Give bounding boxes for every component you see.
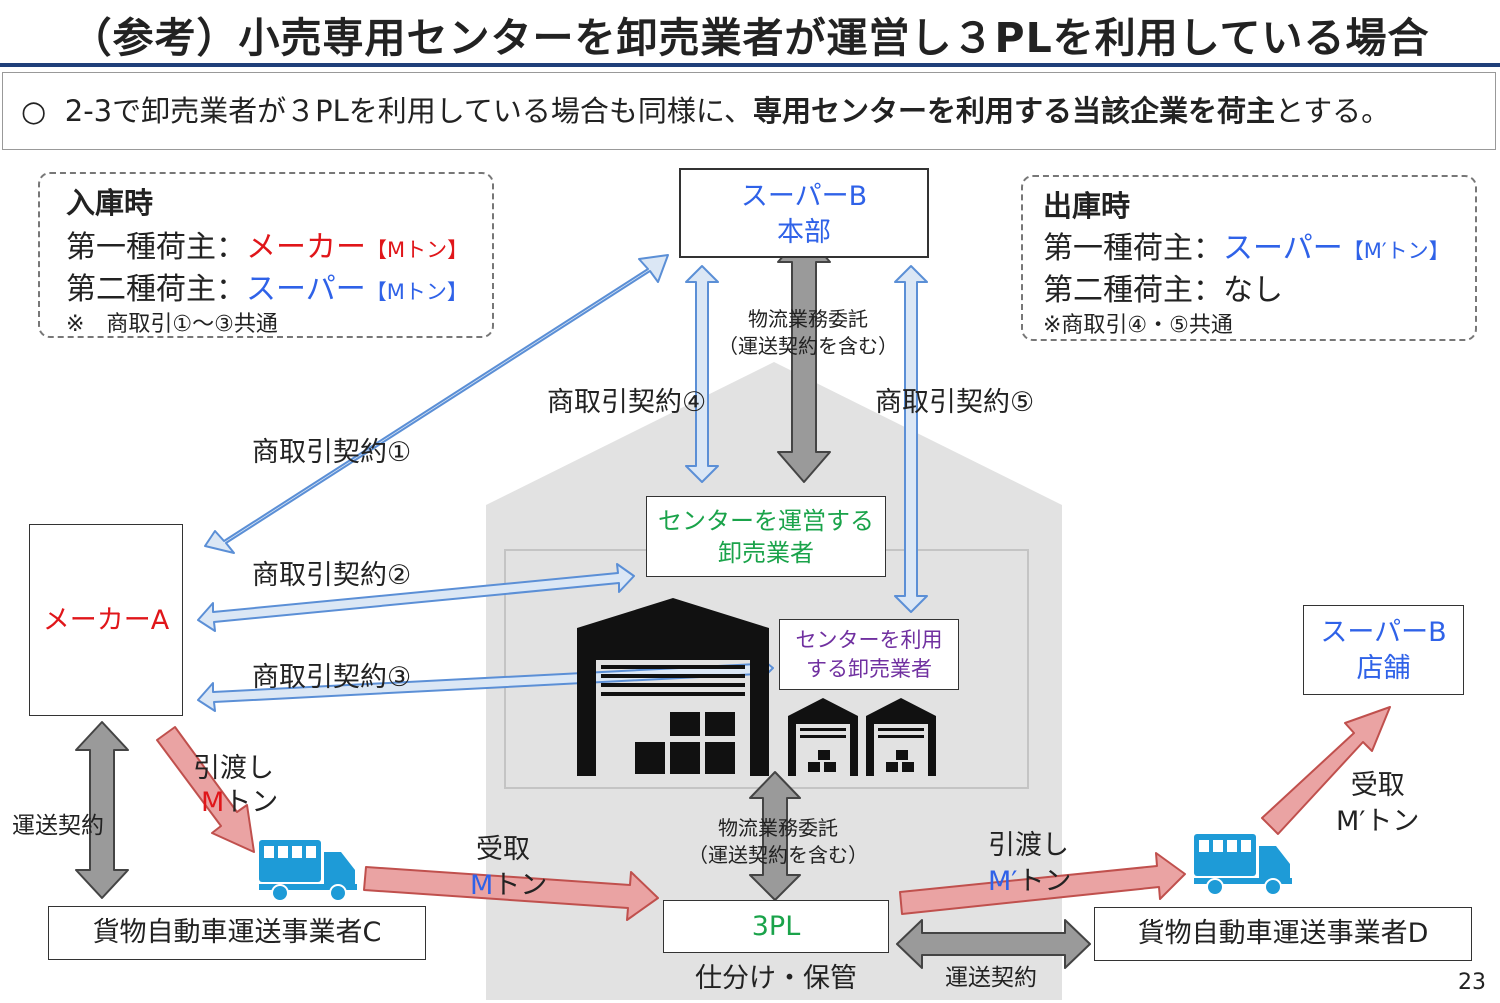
- receive-right-label: 受取 M′トン: [1336, 768, 1419, 840]
- handover-right-unit-prefix: M′: [988, 866, 1018, 897]
- arrow-transport-bottom: [896, 919, 1091, 969]
- receive-right-line2: M′トン: [1336, 806, 1420, 837]
- inbound-row2: 第二種荷主：スーパー【Mトン】: [66, 264, 468, 308]
- arrow-contract4: [685, 265, 719, 483]
- inbound-row1-value: メーカー: [246, 230, 366, 265]
- logistics-top-line2: （運送契約を含む）: [718, 334, 898, 358]
- inbound-row1-label: 第一種荷主：: [66, 230, 246, 265]
- receive-mid-line1: 受取: [476, 834, 530, 865]
- logistics-mid-line2: （運送契約を含む）: [688, 843, 868, 867]
- receive-right-line1: 受取: [1350, 770, 1405, 801]
- summary-box: ○ 2-3で卸売業者が３PLを利用している場合も同様に、専用センターを利用する当…: [2, 72, 1496, 150]
- super-b-hq-line2: 本部: [777, 217, 831, 248]
- outbound-box: 出庫時 第一種荷主：スーパー【M′トン】 第二種荷主：なし ※商取引④・⑤共通: [1021, 175, 1477, 341]
- transport-bottom-label: 運送契約: [945, 965, 1037, 991]
- arrow-transport-left: [75, 721, 129, 899]
- carrier-c-box: 貨物自動車運送事業者C: [48, 906, 426, 960]
- logistics-top-label: 物流業務委託 （運送契約を含む）: [710, 306, 906, 360]
- transport-left-label: 運送契約: [12, 813, 104, 839]
- truck-icon: [1194, 834, 1292, 896]
- handover-left-unit-prefix: M: [201, 787, 225, 818]
- summary-bold: 専用センターを利用する当該企業を荷主: [753, 94, 1276, 128]
- carrier-d-box: 貨物自動車運送事業者D: [1094, 907, 1472, 961]
- title-rule: [0, 63, 1500, 67]
- carrier-d-label: 貨物自動車運送事業者D: [1137, 918, 1429, 949]
- center-operator-line1: センターを運営する: [658, 507, 874, 535]
- arrow-contract2: [197, 563, 635, 632]
- outbound-row1-unit: 【M′トン】: [1342, 239, 1450, 263]
- tpl-label: 3PL: [751, 911, 801, 942]
- inbound-row2-value: スーパー: [246, 272, 366, 307]
- arrow-handover-right: [899, 852, 1186, 915]
- center-user-line2: する卸売業者: [806, 657, 932, 681]
- contract1-label: 商取引契約①: [252, 437, 412, 468]
- handover-right-line2: M′トン: [988, 864, 1071, 900]
- handover-left-line2: Mトン: [193, 786, 278, 820]
- outbound-row1-value: スーパー: [1223, 231, 1343, 266]
- arrow-contract3: [197, 654, 774, 712]
- arrow-receive-right: [1261, 706, 1391, 835]
- maker-a-label: メーカーA: [42, 605, 170, 636]
- small-warehouse-icon: [788, 698, 858, 776]
- handover-left-line1: 引渡し: [193, 753, 274, 784]
- arrow-handover-left: [156, 726, 255, 853]
- outbound-row1: 第一種荷主：スーパー【M′トン】: [1043, 223, 1450, 267]
- contract3-label: 商取引契約③: [252, 662, 412, 693]
- summary-bullet: ○: [21, 94, 47, 128]
- page-number: 23: [1458, 970, 1486, 995]
- super-b-store-box: スーパーB 店舗: [1303, 605, 1464, 695]
- carrier-c-label: 貨物自動車運送事業者C: [92, 917, 382, 948]
- receive-mid-unit-prefix: M: [470, 870, 494, 901]
- logistics-mid-line1: 物流業務委託: [718, 816, 838, 840]
- arrow-logistics-top: [777, 231, 831, 483]
- receive-mid-line2: Mトン: [470, 868, 547, 904]
- receive-mid-unit-suffix: トン: [493, 870, 548, 901]
- outbound-row2-value: なし: [1223, 273, 1283, 308]
- contract5-label: 商取引契約⑤: [875, 387, 1035, 418]
- super-b-hq-line1: スーパーB: [740, 181, 868, 212]
- center-operator-line2: 卸売業者: [718, 539, 814, 567]
- super-b-store-line2: 店舗: [1356, 653, 1411, 684]
- super-b-store-line1: スーパーB: [1320, 617, 1447, 648]
- center-user-line1: センターを利用: [795, 628, 943, 652]
- maker-a-box: メーカーA: [29, 524, 183, 716]
- center-operator-box: センターを運営する 卸売業者: [646, 496, 886, 577]
- arrow-contract5: [894, 265, 928, 613]
- page-title: （参考）小売専用センターを卸売業者が運営し３PLを利用している場合: [70, 14, 1430, 62]
- contract4-label: 商取引契約④: [547, 387, 707, 418]
- handover-left-unit-suffix: トン: [224, 787, 279, 818]
- handover-right-label: 引渡し M′トン: [988, 828, 1071, 900]
- logistics-top-line1: 物流業務委託: [748, 307, 868, 331]
- outbound-row2-label: 第二種荷主：: [1043, 273, 1223, 308]
- summary-tail: とする。: [1275, 94, 1391, 128]
- handover-left-label: 引渡し Mトン: [193, 752, 278, 820]
- outbound-note: ※商取引④・⑤共通: [1043, 313, 1233, 338]
- handover-right-unit-suffix: トン: [1017, 866, 1072, 897]
- tpl-box: 3PL: [663, 900, 889, 953]
- inbound-row1: 第一種荷主：メーカー【Mトン】: [66, 222, 468, 266]
- receive-mid-label: 受取 Mトン: [470, 832, 547, 904]
- inbound-box: 入庫時 第一種荷主：メーカー【Mトン】 第二種荷主：スーパー【Mトン】 ※ 商取…: [38, 172, 494, 338]
- tpl-sub-label: 仕分け・保管: [695, 963, 857, 994]
- inbound-note: ※ 商取引①～③共通: [66, 312, 278, 337]
- arrow-receive-mid: [363, 866, 659, 921]
- inbound-row2-unit: 【Mトン】: [365, 280, 468, 304]
- small-warehouse-icon: [866, 698, 936, 776]
- outbound-heading: 出庫時: [1043, 189, 1131, 223]
- super-b-hq-box: スーパーB 本部: [679, 168, 929, 258]
- handover-right-line1: 引渡し: [988, 830, 1069, 861]
- inbound-row1-unit: 【Mトン】: [366, 238, 469, 262]
- summary-lead: 2-3で卸売業者が３PLを利用している場合も同様に、: [64, 94, 754, 128]
- inbound-heading: 入庫時: [66, 186, 154, 220]
- logistics-mid-label: 物流業務委託 （運送契約を含む）: [680, 815, 876, 869]
- center-user-box: センターを利用 する卸売業者: [779, 619, 959, 690]
- outbound-row1-label: 第一種荷主：: [1043, 231, 1223, 266]
- truck-icon: [259, 840, 357, 902]
- warehouse-icon: [577, 598, 769, 776]
- contract2-label: 商取引契約②: [252, 560, 412, 591]
- arrow-contract1: [204, 254, 669, 554]
- outbound-row2: 第二種荷主：なし: [1043, 265, 1283, 309]
- inbound-row2-label: 第二種荷主：: [66, 272, 246, 307]
